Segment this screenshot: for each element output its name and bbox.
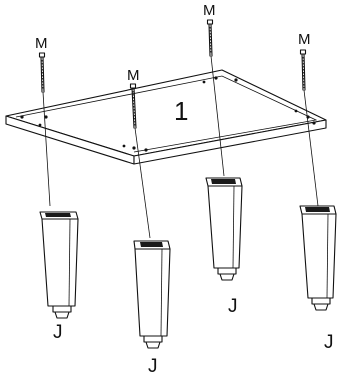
leg-label: J (324, 332, 334, 353)
leg-label: J (148, 356, 158, 377)
screw-head (129, 83, 137, 89)
panel-top-face (5, 69, 327, 157)
screw-head (206, 19, 214, 25)
guide-line (303, 89, 319, 207)
leg-4: J (299, 205, 337, 353)
screw-1: M (35, 35, 51, 207)
screw-label: M (127, 67, 140, 84)
leg-label: J (53, 322, 63, 343)
panel-side-edge (133, 119, 327, 165)
screw-label: M (35, 35, 48, 52)
leg-label: J (228, 296, 238, 317)
screw-label: M (298, 31, 311, 48)
guide-line (134, 127, 151, 239)
screw-2: M (127, 67, 151, 239)
screw-head (299, 49, 307, 55)
leg-3: J (205, 177, 243, 317)
screw-4: M (298, 31, 319, 207)
leg-1: J (39, 211, 79, 343)
panel-holes (20, 76, 316, 152)
leg-2: J (133, 240, 171, 377)
screw-label: M (203, 2, 216, 19)
part-number-label: 1 (174, 96, 188, 126)
panel-inner-border (15, 75, 318, 153)
table-top-panel (5, 69, 327, 165)
screw-3: M (203, 2, 225, 177)
guide-line (210, 55, 225, 177)
screw-head (38, 52, 46, 58)
guide-line (42, 91, 51, 207)
